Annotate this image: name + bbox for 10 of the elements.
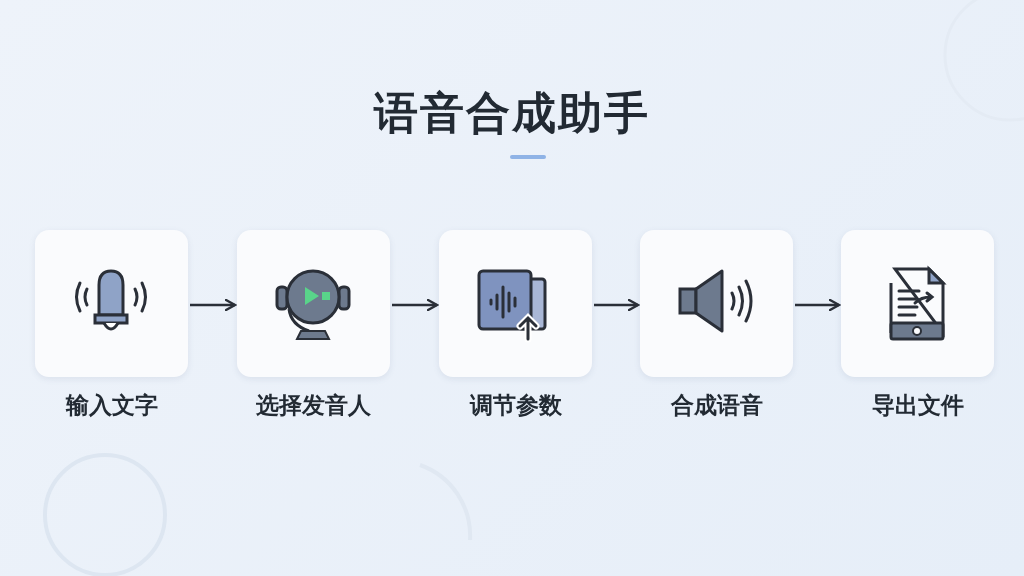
step-label: 导出文件 [870, 391, 965, 420]
arrow [795, 298, 841, 312]
step-label: 输入文字 [64, 391, 159, 420]
step-label: 调节参数 [468, 391, 563, 420]
title: 语音合成助手 [374, 86, 650, 140]
step-label: 选择发音人 [255, 391, 372, 420]
step-label: 合成语音 [669, 391, 764, 420]
arrow [190, 298, 237, 312]
arrow [392, 298, 439, 312]
arrow [594, 298, 640, 312]
